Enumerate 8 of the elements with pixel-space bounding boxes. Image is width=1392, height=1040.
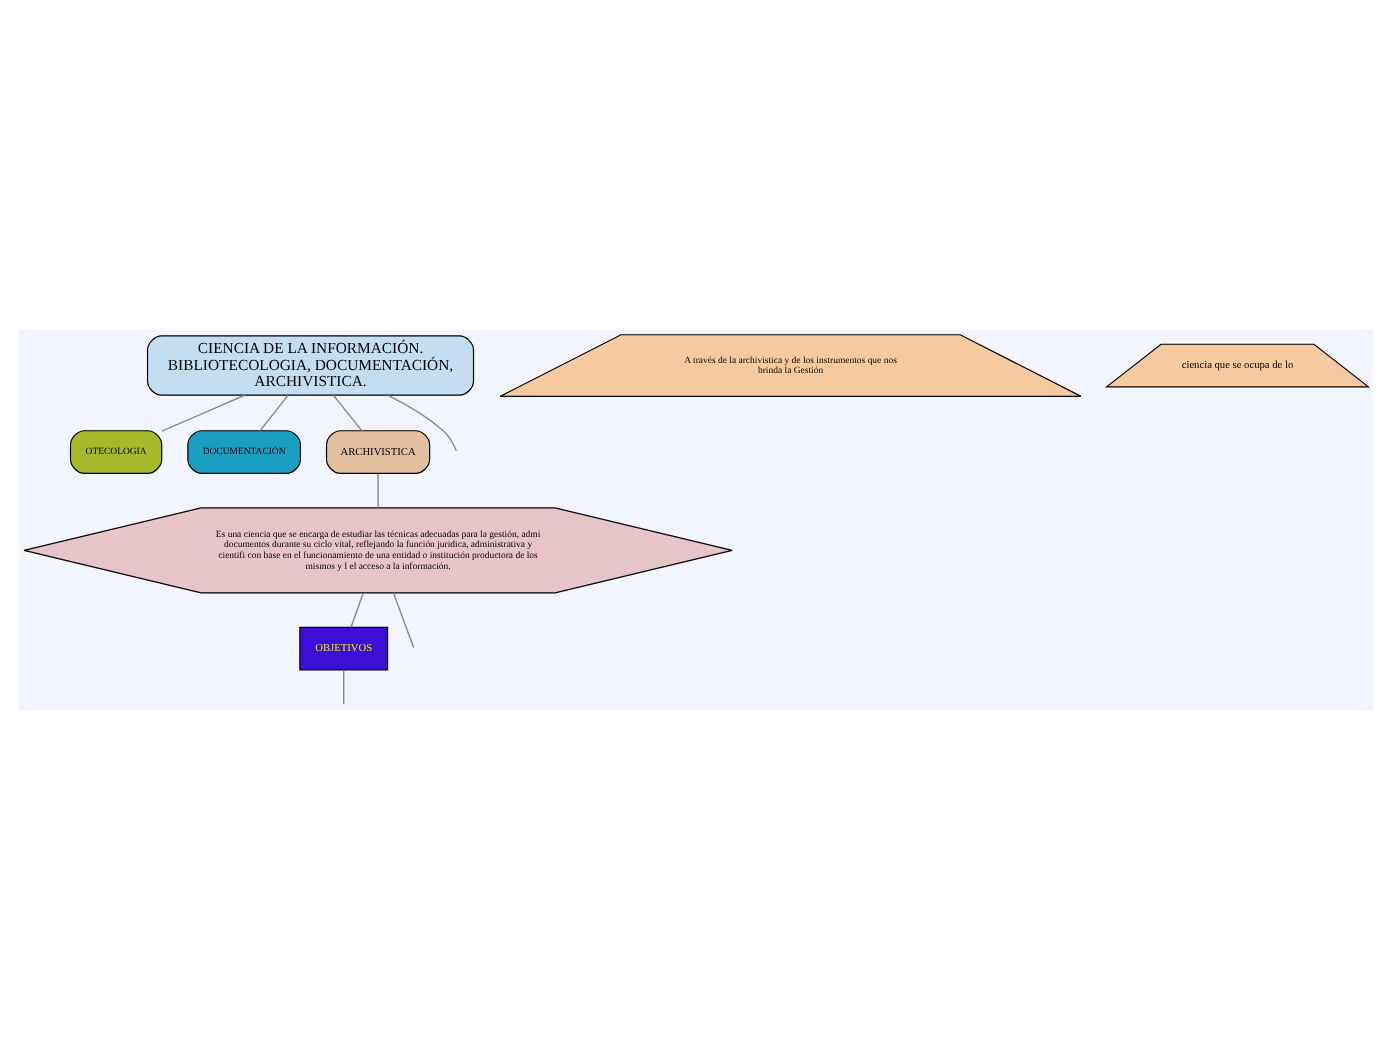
connector	[332, 394, 363, 432]
connector	[377, 472, 379, 509]
connector	[392, 592, 415, 649]
connector	[350, 592, 364, 628]
connector	[161, 394, 246, 432]
connector	[387, 394, 457, 452]
connector	[343, 669, 345, 706]
connector	[259, 394, 289, 432]
